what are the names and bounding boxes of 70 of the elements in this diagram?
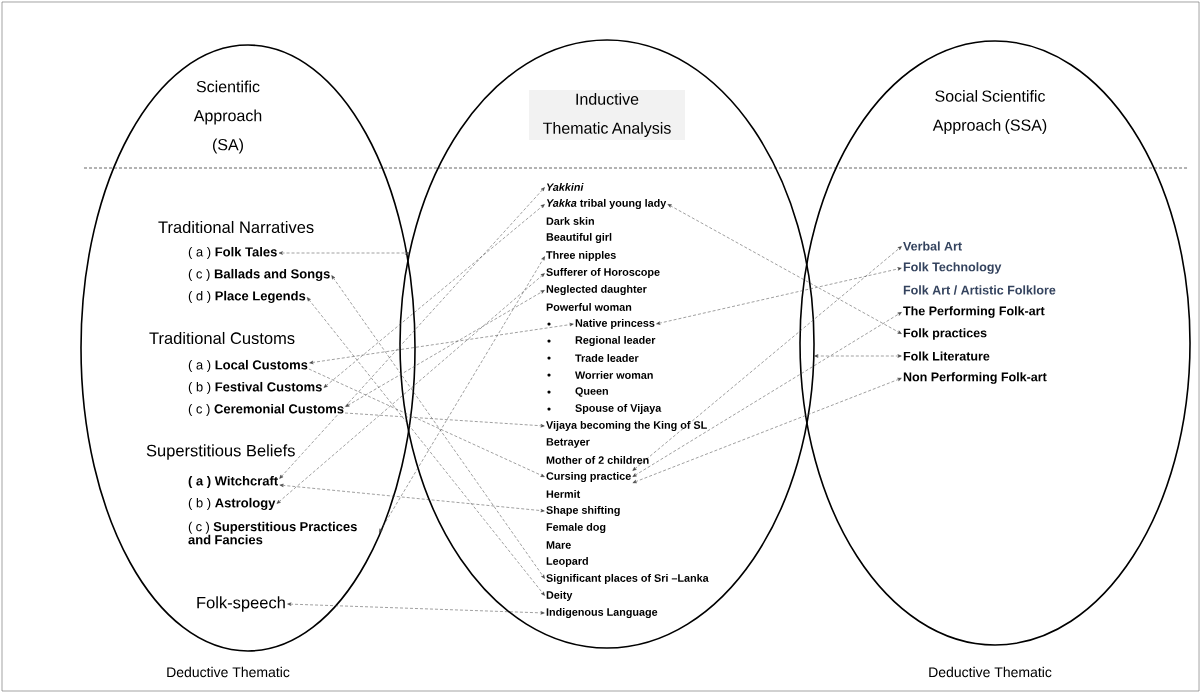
list-item: Hermit: [546, 490, 581, 498]
arrow: [306, 297, 545, 596]
list-item: Betrayer: [546, 438, 590, 448]
list-item: ( b ) Astrology: [188, 497, 276, 511]
arrow: [308, 368, 545, 477]
list-item: Indigenous Language: [546, 607, 658, 619]
arrow: [656, 267, 902, 325]
list-item: Neglected daughter: [546, 284, 647, 296]
list-item: Non Performing Folk-art: [903, 372, 1047, 384]
list-item: Female dog: [546, 522, 606, 534]
heading: Folk-speech: [197, 596, 285, 612]
list-item: ( b ) Festival Customs: [188, 381, 322, 395]
list-item: Cursing practice: [546, 471, 631, 483]
list-item: ( d ) Place Legends: [188, 290, 306, 304]
list-item: Mare: [546, 541, 571, 549]
arrow: [287, 602, 545, 615]
list-item: Dark skin: [546, 217, 594, 225]
ellipse-title: Inductive Thematic Analysis: [529, 90, 685, 140]
node-label: Deductive Thematic: [929, 666, 1052, 678]
list-item: ( c ) Superstitious Practices and Fancies: [188, 521, 357, 545]
list-item: Folk Art / Artistic Folklore: [903, 285, 1056, 295]
list-item: Powerful woman: [546, 303, 632, 311]
ellipse-title: Social Scientific Approach (SSA): [932, 90, 1047, 134]
arrow: [276, 273, 545, 504]
list-item: Mother of 2 children: [546, 456, 649, 464]
list-item: Queen: [575, 387, 608, 397]
arrow: [279, 483, 545, 513]
arrow: [632, 377, 902, 484]
arrow: [344, 412, 545, 428]
ellipse-title: Scientific Approach (SA): [193, 80, 262, 154]
heading: Traditional Narratives: [158, 220, 314, 234]
arrow: [345, 290, 545, 407]
list-item: Trade leader: [575, 354, 639, 362]
list-item: Leopard: [546, 556, 588, 568]
list-item: Folk practices: [903, 328, 987, 340]
list-item: Significant places of Sri –Lanka: [546, 573, 709, 585]
list-item: Vijaya becoming the King of SL: [546, 420, 707, 432]
list-item: ( c ) Ballads and Songs: [188, 268, 330, 282]
arrow: [309, 322, 574, 365]
list-item: ( a ) Folk Tales: [188, 246, 277, 260]
list-item: Deity: [546, 590, 573, 602]
list-item: Shape shifting: [546, 505, 620, 517]
list-item: Folk Technology: [903, 262, 1002, 274]
heading: Superstitious Beliefs: [146, 444, 295, 460]
list-item: Sufferer of Horoscope: [546, 267, 660, 279]
list-item: Three nipples: [546, 250, 616, 262]
list-item: Yakka tribal young lady: [546, 198, 667, 210]
list-item: Native princess: [575, 318, 655, 330]
list-item: Worrier woman: [575, 371, 653, 379]
list-item: ( c ) Ceremonial Customs: [188, 403, 344, 417]
list-item: Regional leader: [575, 335, 656, 347]
list-item: The Performing Folk-art: [903, 306, 1045, 318]
arrow: [323, 204, 545, 388]
list-item: Beautiful girl: [546, 232, 612, 244]
arrow: [279, 187, 545, 479]
arrow: [814, 354, 902, 358]
list-item: Yakkini: [546, 183, 584, 191]
list-item: ( a ) Local Customs: [188, 359, 308, 373]
list-item: Verbal Art: [903, 241, 962, 251]
list-item: Folk Literature: [903, 351, 990, 361]
heading: Traditional Customs: [149, 331, 295, 345]
arrow: [331, 275, 545, 579]
arrow: [379, 256, 545, 533]
arrow: [632, 246, 902, 471]
node-label: Deductive Thematic: [167, 666, 290, 678]
list-item: ( a ) Witchcraft: [188, 475, 278, 489]
arrow: [667, 204, 902, 334]
arrow: [278, 251, 410, 255]
list-item: Spouse of Vijaya: [575, 403, 662, 415]
arrow: [632, 312, 902, 477]
